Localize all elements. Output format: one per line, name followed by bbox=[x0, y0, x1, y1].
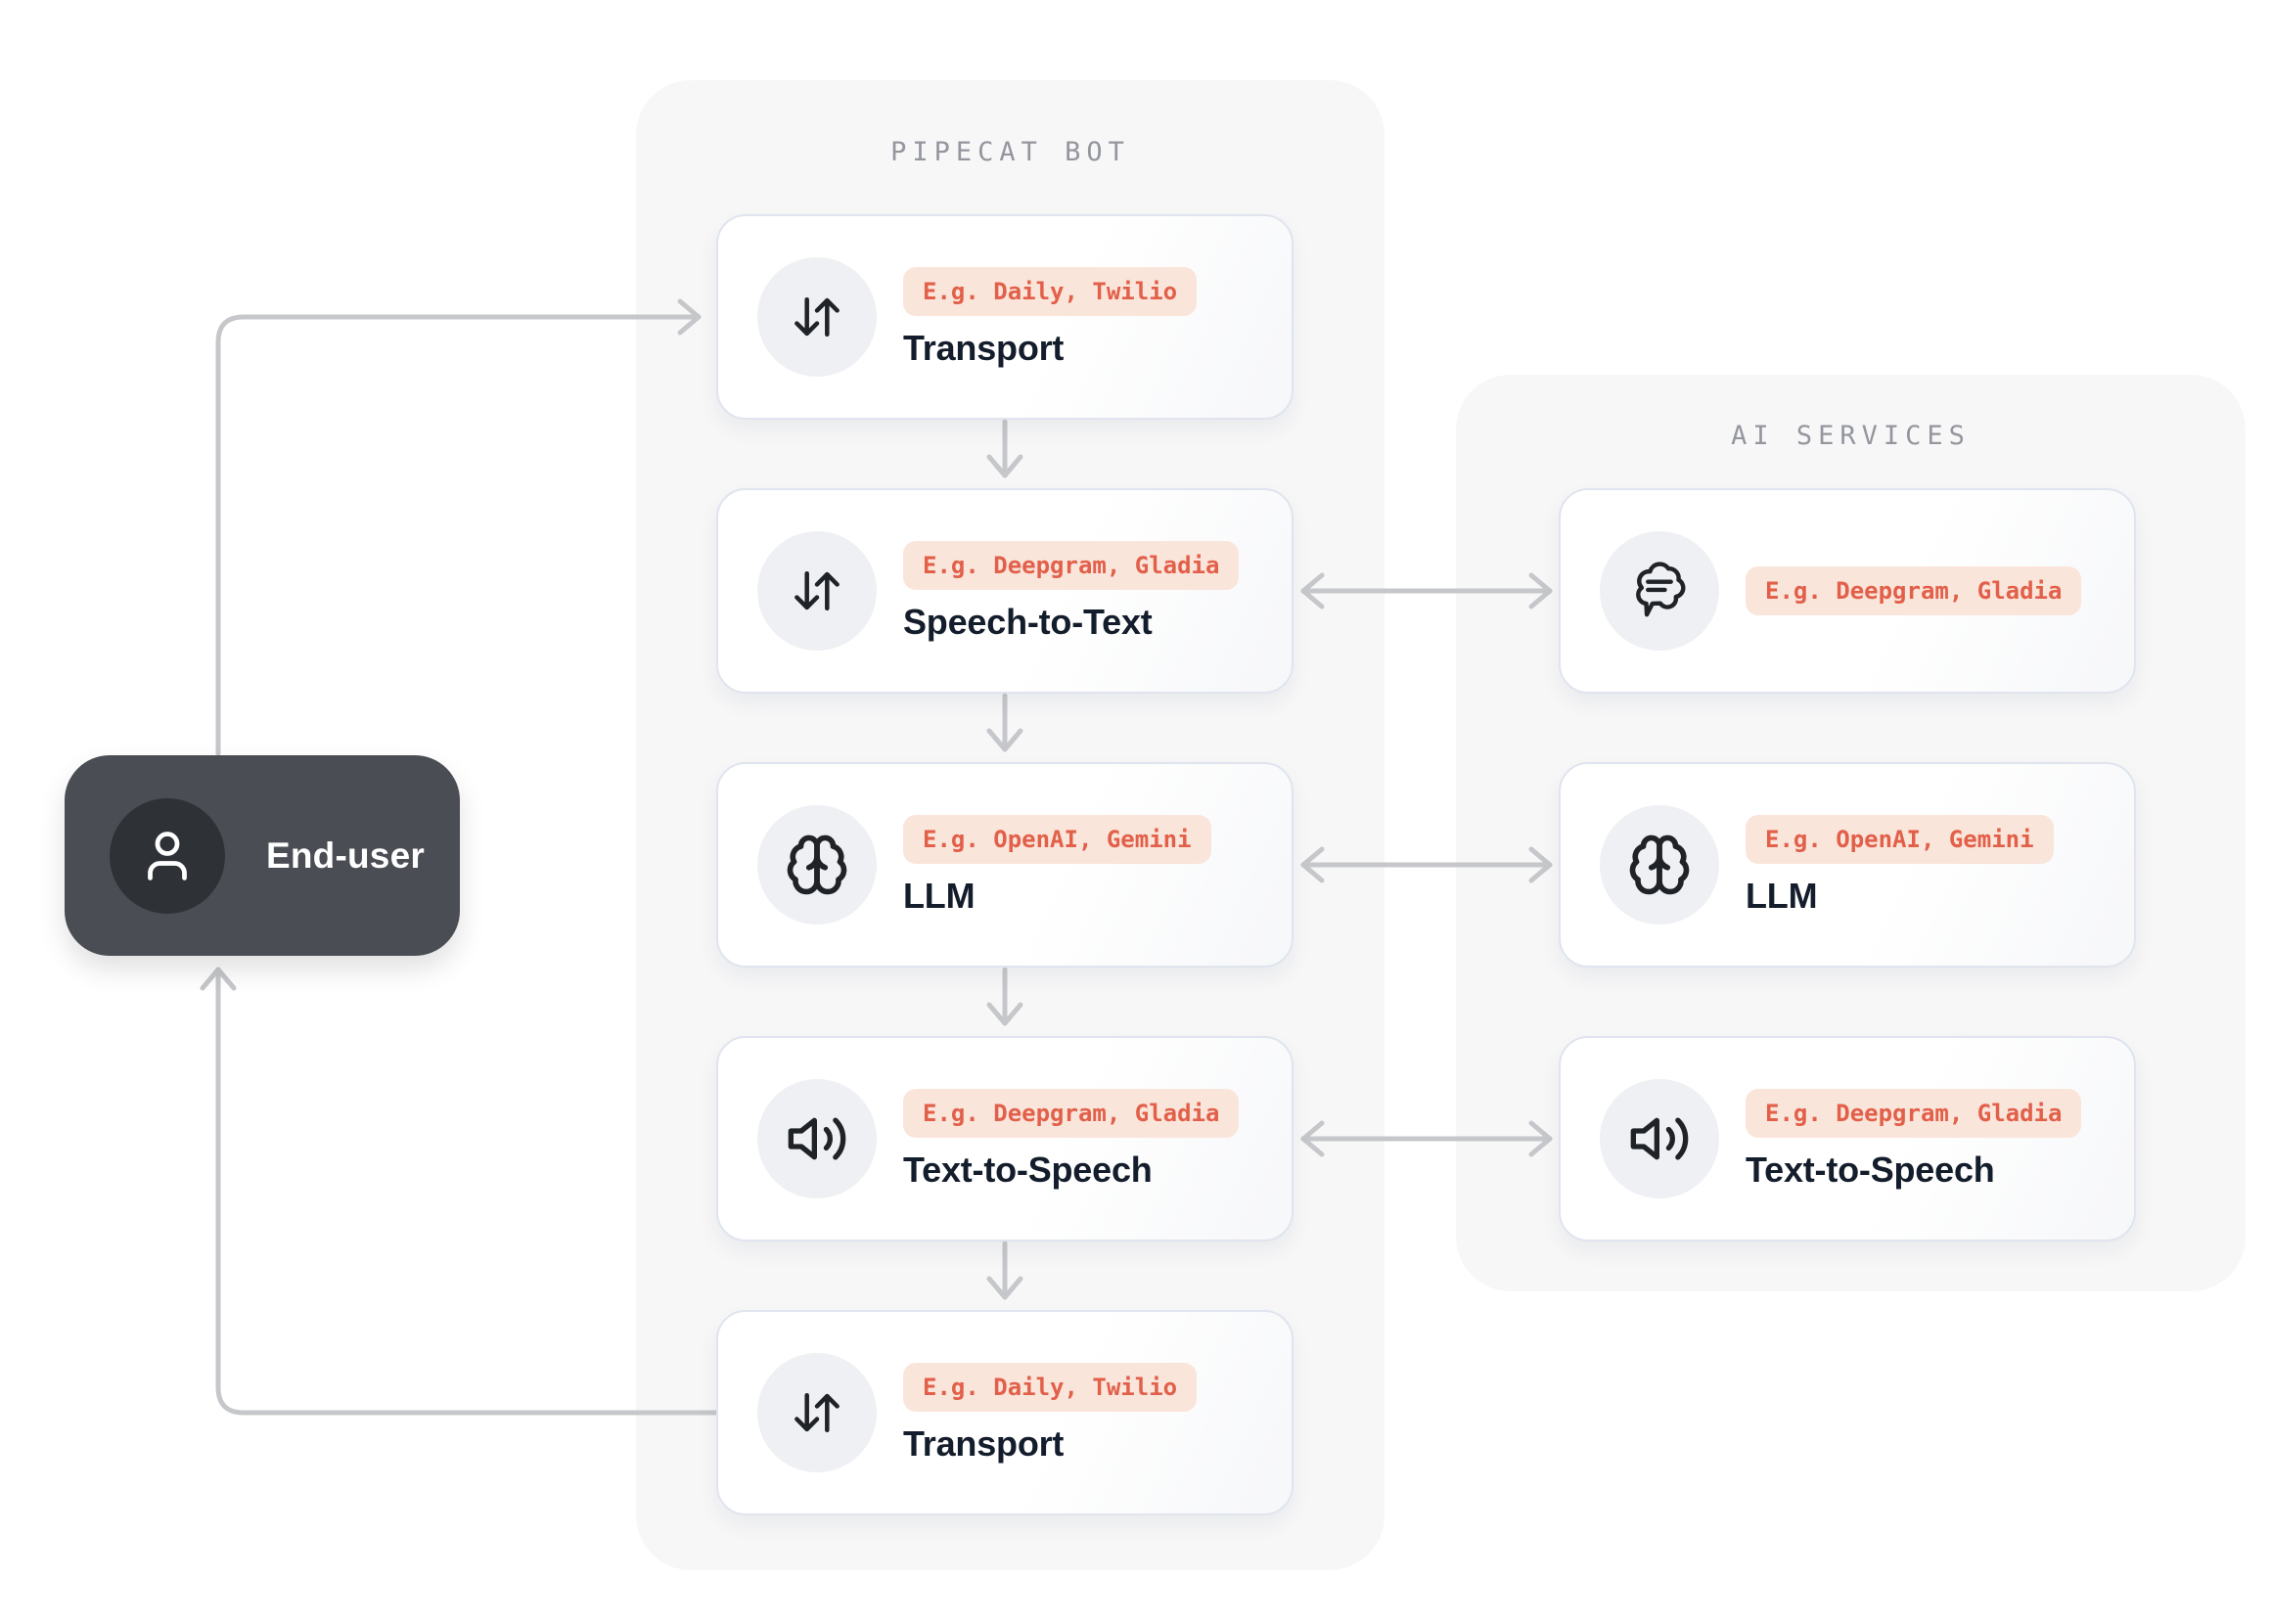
examples-tag: E.g. Daily, Twilio bbox=[903, 1362, 1198, 1412]
card-title: Transport bbox=[903, 1422, 1065, 1464]
card-title: LLM bbox=[1746, 875, 1818, 916]
arrow-transport-to-enduser bbox=[200, 967, 721, 1416]
updown-arrows-icon bbox=[757, 257, 877, 377]
speaker-icon bbox=[1600, 1079, 1719, 1198]
brain-icon bbox=[757, 805, 877, 925]
brain-icon bbox=[1600, 805, 1719, 925]
examples-tag: E.g. Deepgram, Gladia bbox=[903, 540, 1240, 590]
card-llm-service: E.g. OpenAI, Gemini LLM bbox=[1559, 762, 2136, 968]
user-icon bbox=[110, 797, 225, 914]
card-speech-to-text: E.g. Deepgram, Gladia Speech-to-Text bbox=[716, 488, 1294, 694]
arrow-enduser-to-transport bbox=[215, 298, 702, 756]
updown-arrows-icon bbox=[757, 1353, 877, 1472]
examples-tag: E.g. OpenAI, Gemini bbox=[1746, 814, 2054, 864]
end-user-node: End-user bbox=[65, 755, 460, 956]
examples-tag: E.g. Deepgram, Gladia bbox=[1746, 1088, 2082, 1138]
card-transport-in: E.g. Daily, Twilio Transport bbox=[716, 214, 1294, 420]
card-title: Transport bbox=[903, 327, 1065, 368]
pipecat-panel-title: PIPECAT BOT bbox=[890, 137, 1130, 167]
end-user-label: End-user bbox=[266, 835, 425, 876]
card-text-to-speech: E.g. Deepgram, Gladia Text-to-Speech bbox=[716, 1036, 1294, 1241]
card-title: Text-to-Speech bbox=[1746, 1149, 1995, 1190]
speaker-icon bbox=[757, 1079, 877, 1198]
card-stt-service: E.g. Deepgram, Gladia bbox=[1559, 488, 2136, 694]
card-transport-out: E.g. Daily, Twilio Transport bbox=[716, 1310, 1294, 1515]
card-title: Speech-to-Text bbox=[903, 601, 1153, 642]
card-tts-service: E.g. Deepgram, Gladia Text-to-Speech bbox=[1559, 1036, 2136, 1241]
examples-tag: E.g. Deepgram, Gladia bbox=[1746, 566, 2082, 615]
card-llm: E.g. OpenAI, Gemini LLM bbox=[716, 762, 1294, 968]
card-title: Text-to-Speech bbox=[903, 1149, 1153, 1190]
examples-tag: E.g. OpenAI, Gemini bbox=[903, 814, 1211, 864]
examples-tag: E.g. Deepgram, Gladia bbox=[903, 1088, 1240, 1138]
card-title: LLM bbox=[903, 875, 976, 916]
speech-bubble-icon bbox=[1600, 531, 1719, 651]
ai-services-panel-title: AI SERVICES bbox=[1731, 421, 1971, 451]
examples-tag: E.g. Daily, Twilio bbox=[903, 266, 1198, 316]
updown-arrows-icon bbox=[757, 531, 877, 651]
